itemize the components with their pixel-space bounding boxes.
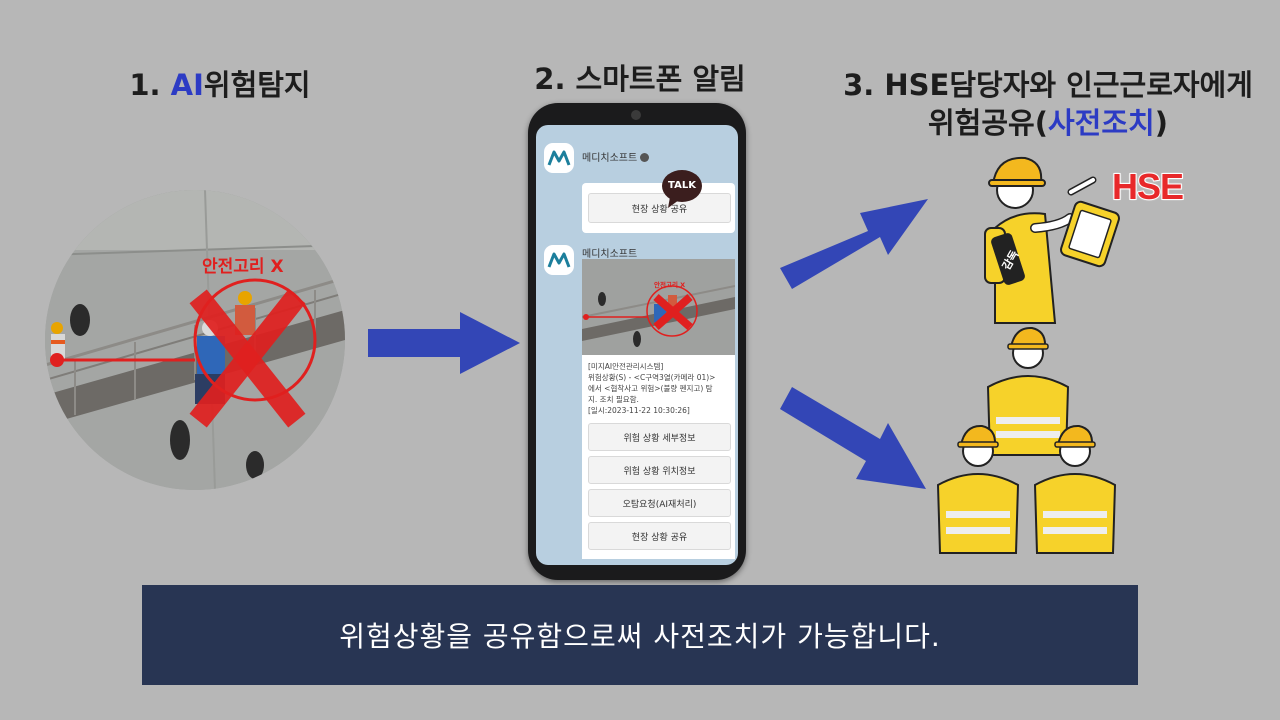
worker-figure xyxy=(936,424,1020,554)
risk-detail-button[interactable]: 위험 상황 세부정보 xyxy=(588,423,731,451)
step3-title-line1: 3. HSE담당자와 인근근로자에게 xyxy=(843,68,1253,102)
kakao-chat-screen: 메디치소프트 현장 상황 공유 TALK 메디치소프트 xyxy=(536,125,738,565)
hse-supervisor-illustration xyxy=(984,156,1120,324)
step3-title-pre: 위험공유( xyxy=(928,106,1048,140)
message-bubble: 현장 상황 공유 xyxy=(582,183,735,233)
alert-message-bubble: 안전고리 X [미지AI안전관리시스템] 위험상황(S) - <C구역3열(카메… xyxy=(582,259,735,559)
alert-message-text: [미지AI안전관리시스템] 위험상황(S) - <C구역3열(카메라 01)> … xyxy=(588,362,716,415)
medici-logo-icon xyxy=(544,143,574,173)
front-camera-icon xyxy=(631,110,641,120)
verified-badge-icon xyxy=(640,153,650,162)
step1-title-rest: 위험탐지 xyxy=(203,68,311,102)
thumbnail-alert-label: 안전고리 X xyxy=(654,281,686,289)
worker-figure xyxy=(1033,424,1117,554)
arrow-down-right-icon xyxy=(780,387,926,489)
worker-figure xyxy=(986,326,1070,456)
hse-badge: HSE xyxy=(1111,165,1185,208)
false-detection-request-button[interactable]: 오탐요청(AI재처리) xyxy=(588,489,731,517)
caption-bar: 위험상황을 공유함으로써 사전조치가 가능합니다. xyxy=(142,585,1138,685)
share-site-status-button[interactable]: 현장 상황 공유 xyxy=(588,193,731,223)
step1-ai-highlight: AI xyxy=(170,68,204,102)
step3-prevention-highlight: 사전조치 xyxy=(1047,106,1155,140)
medici-logo-icon xyxy=(544,245,574,275)
step1-number: 1. xyxy=(129,68,171,102)
alert-thumbnail-image[interactable]: 안전고리 X xyxy=(582,259,735,355)
step1-title: 1. AI위험탐지 xyxy=(120,62,320,104)
talk-badge-label: TALK xyxy=(668,180,696,191)
talk-speech-bubble-icon: TALK xyxy=(660,169,704,213)
step3-title-line2: 위험공유(사전조치) xyxy=(898,100,1198,142)
sender-name: 메디치소프트 xyxy=(582,149,650,164)
sender-name: 메디치소프트 xyxy=(582,249,638,260)
ai-detection-image: 안전고리 X xyxy=(45,190,345,490)
caption-text: 위험상황을 공유함으로써 사전조치가 가능합니다. xyxy=(339,620,941,653)
share-site-status-button[interactable]: 현장 상황 공유 xyxy=(588,522,731,550)
risk-location-button[interactable]: 위험 상황 위치정보 xyxy=(588,456,731,484)
step3-title-post: ) xyxy=(1154,106,1168,140)
arrow-right-icon xyxy=(368,312,520,374)
ai-detection-scene xyxy=(45,190,345,490)
no-safety-hook-label: 안전고리 X xyxy=(202,257,284,277)
nearby-workers-illustration xyxy=(936,326,1117,554)
smartphone: 메디치소프트 현장 상황 공유 TALK 메디치소프트 xyxy=(528,103,746,580)
arrow-up-right-icon xyxy=(780,199,928,289)
step2-title: 2. 스마트폰 알림 xyxy=(534,62,746,96)
